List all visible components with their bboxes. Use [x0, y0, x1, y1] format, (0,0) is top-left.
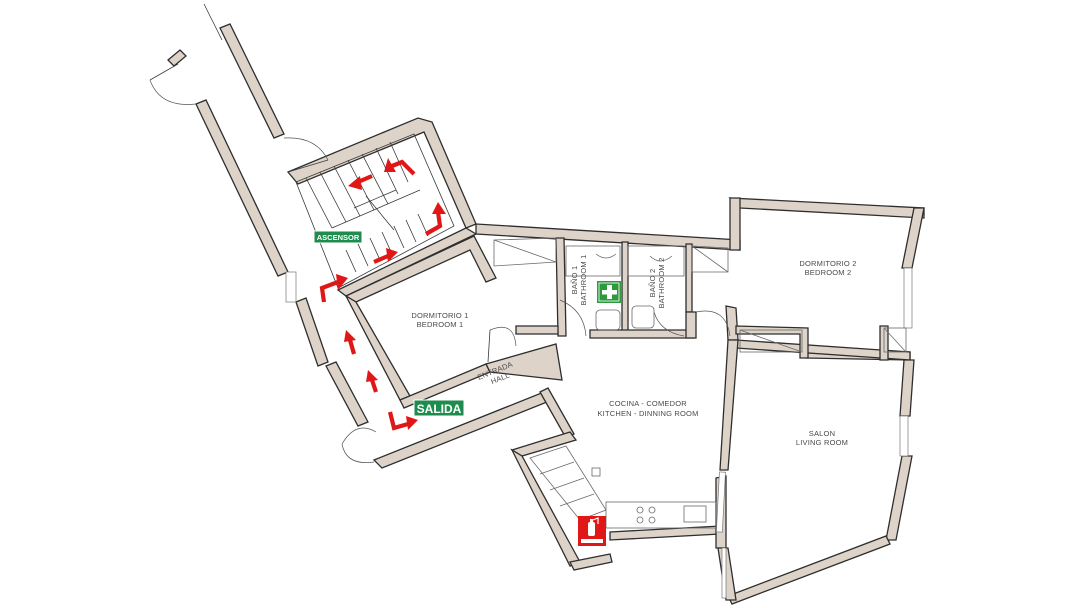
elevator-sign: ASCENSOR: [313, 230, 363, 244]
bedroom1-wall-left: [344, 294, 411, 401]
windows: [285, 267, 913, 599]
evacuation-arrow: [319, 274, 348, 303]
kitchen-wall-diagonal: [510, 448, 581, 567]
exit-sign: SALIDA: [413, 399, 465, 417]
bath2-label-en: BATHROOM 2: [657, 257, 666, 308]
kitchen-label-en: KITCHEN - DINNING ROOM: [597, 409, 698, 418]
kitchen-wall-bottom: [569, 553, 613, 571]
living-wall-bottom: [727, 535, 891, 605]
evacuation-arrow: [373, 248, 398, 264]
walls: [167, 23, 925, 605]
elevator-sign-text: ASCENSOR: [317, 233, 360, 242]
kitchen-wall-left-top: [539, 387, 575, 439]
bath1-door: [559, 299, 587, 337]
exit-sign-background: [413, 399, 465, 417]
bedroom2-label-en: BEDROOM 2: [805, 268, 852, 277]
living-wall-left: [719, 339, 739, 471]
stair-door: [283, 137, 329, 161]
corridor-wall-right-top: [219, 23, 285, 139]
bath1-label-en: BATHROOM 1: [579, 254, 588, 305]
entry-wall-left: [167, 49, 187, 67]
entry-door-top: [149, 79, 197, 105]
bedroom2-door: [695, 310, 731, 337]
elevator-sign-background: [313, 230, 363, 244]
evacuation-arrow: [387, 411, 418, 431]
bath-wall-corner: [685, 311, 697, 339]
bedroom1-label-en: BEDROOM 1: [417, 320, 464, 329]
bath-divider: [621, 241, 629, 335]
bath2-door: [653, 311, 685, 337]
bath-wall-left: [555, 237, 567, 337]
bath-wall-right: [685, 243, 693, 313]
living-wall-right: [899, 359, 915, 417]
kitchen-label-es: COCINA - COMEDOR: [609, 399, 687, 408]
exit-sign-text: SALIDA: [417, 402, 462, 416]
bath-wall-bottom: [589, 329, 695, 339]
hall-wall-right: [515, 325, 559, 335]
kitchen-wall-left: [510, 431, 578, 457]
evacuation-route: [319, 158, 446, 431]
first-aid-cross-icon: [597, 281, 621, 303]
living-label-es: SALON: [809, 429, 835, 438]
living-label-en: LIVING ROOM: [796, 438, 848, 447]
bedroom1-wall-top: [344, 235, 497, 303]
evacuation-arrow: [366, 370, 378, 393]
fixtures: [493, 237, 907, 529]
bath2-label-es: BAÑO 2: [648, 269, 657, 298]
exit-door: [341, 427, 377, 445]
corridor-wall-left-mid: [295, 297, 329, 367]
bedroom1-door: [489, 326, 517, 347]
bedroom2-label-es: DORMITORIO 2: [799, 259, 856, 268]
bedroom2-wall-left: [729, 197, 741, 251]
bath1-label-es: BAÑO 1: [570, 266, 579, 295]
evacuation-arrow: [344, 330, 357, 355]
bedroom1-label-es: DORMITORIO 1: [411, 311, 468, 320]
bedroom2-wardrobe-wall: [735, 325, 809, 359]
evacuation-arrow: [424, 202, 446, 236]
doors: [149, 3, 731, 463]
kitchen-wall-top-right: [725, 305, 739, 341]
fire-extinguisher-icon: [578, 516, 606, 546]
stair-wall-top: [286, 117, 477, 229]
hall-wall-end: [485, 343, 563, 381]
evacuation-arrow: [384, 158, 416, 176]
evacuation-arrow: [348, 174, 373, 190]
living-wall-left-lower: [717, 547, 737, 601]
living-wall-right-lower: [885, 455, 913, 541]
corridor-wall-left-lower: [325, 361, 369, 427]
bedroom2-wall-top: [728, 197, 925, 219]
